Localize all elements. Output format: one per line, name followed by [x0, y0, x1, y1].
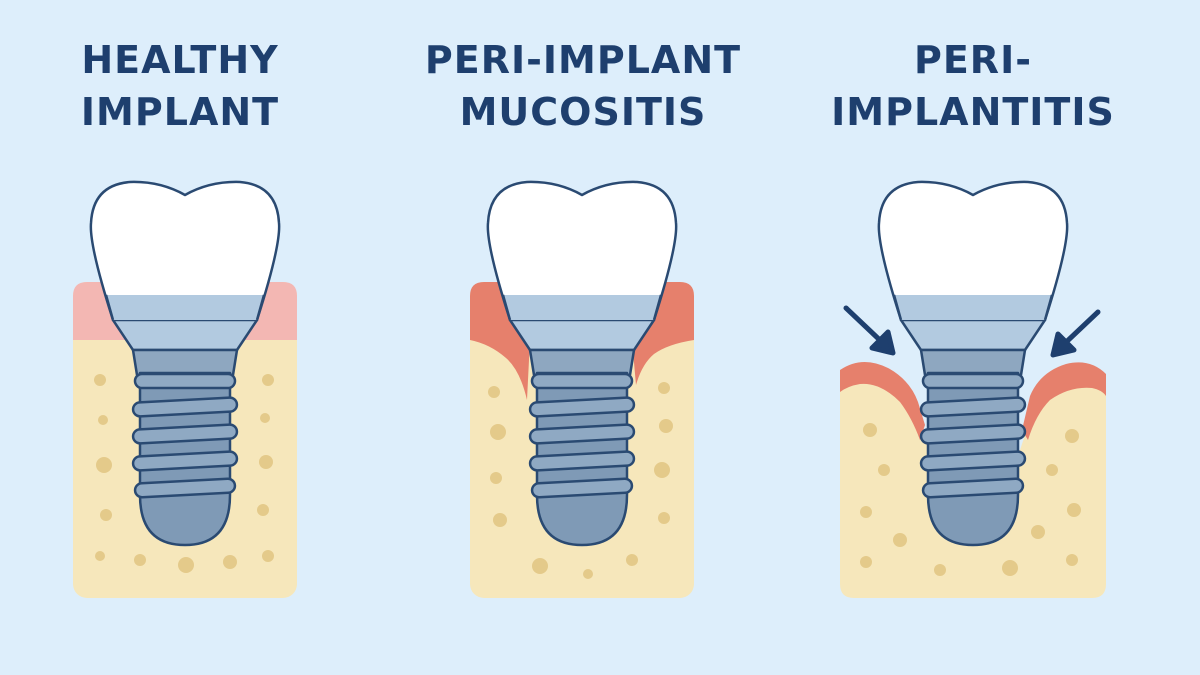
peri-implantitis-illustration — [840, 180, 1106, 598]
healthy-implant-title: HEALTHY IMPLANT — [0, 34, 370, 138]
bone-pores — [94, 374, 274, 573]
bone-pores — [488, 382, 673, 579]
title-line: PERI-IMPLANT — [424, 38, 742, 82]
healthy-implant-illustration — [73, 180, 297, 598]
bone-pores — [860, 423, 1081, 576]
title-line: HEALTHY — [81, 38, 279, 82]
title-line: IMPLANT — [80, 90, 280, 134]
inflamed-gum-right — [1022, 362, 1106, 440]
title-line: PERI- — [914, 38, 1032, 82]
inflamed-gum-left — [840, 361, 925, 440]
right-arrow-icon — [1050, 309, 1101, 358]
title-line: MUCOSITIS — [459, 90, 707, 134]
left-arrow-icon — [843, 305, 896, 356]
mucositis-title: PERI-IMPLANT MUCOSITIS — [393, 34, 773, 138]
peri-implantitis-title: PERI- IMPLANTITIS — [783, 34, 1163, 138]
mucositis-illustration — [470, 180, 694, 598]
title-line: IMPLANTITIS — [831, 90, 1115, 134]
